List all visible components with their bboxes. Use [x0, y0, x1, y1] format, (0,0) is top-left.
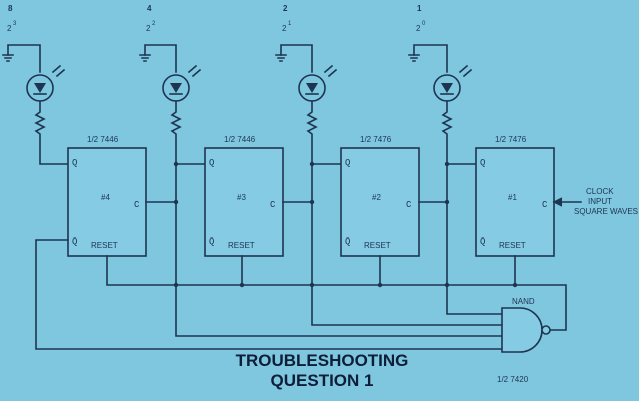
ground-icon — [139, 44, 177, 73]
nand-label: NAND — [512, 297, 535, 306]
led-icon — [298, 64, 338, 102]
pin-q-label: Q — [209, 158, 214, 168]
pin-qbar-label: Q̄ — [345, 237, 350, 247]
qbar-feedback-wire — [35, 239, 503, 350]
pin-q-label: Q — [480, 158, 485, 168]
reset-bus — [106, 255, 567, 331]
flipflop-3: 1/2 7446 Q #3 C Q̄ RESET — [204, 135, 284, 257]
pin-q-label: Q — [345, 158, 350, 168]
ground-icon — [2, 44, 41, 73]
clock-input-line2: INPUT — [588, 197, 612, 206]
nand-gate: NAND 1/2 7420 — [497, 297, 551, 384]
clock-input-line1: CLOCK — [586, 187, 614, 196]
flipflop-4: 1/2 7446 Q #4 C Q̄ RESET — [67, 135, 147, 257]
bit-power-exp: 0 — [422, 21, 426, 27]
title-line2: QUESTION 1 — [271, 371, 374, 390]
pin-q-label: Q — [72, 158, 77, 168]
led-icon — [26, 64, 66, 102]
ground-icon — [275, 44, 313, 73]
flipflop-number: #4 — [101, 193, 110, 202]
resistor-icon — [441, 100, 477, 165]
diagram-title: TROUBLESHOOTING QUESTION 1 — [236, 351, 409, 390]
bit-power-exp: 3 — [13, 21, 17, 27]
pin-qbar-label: Q̄ — [480, 237, 485, 247]
clock-input-label: CLOCK INPUT SQUARE WAVES — [574, 187, 638, 216]
pin-reset-label: RESET — [228, 241, 255, 250]
pin-reset-label: RESET — [91, 241, 118, 250]
led-icon — [433, 64, 473, 102]
ground-icon — [408, 44, 448, 73]
flipflop-number: #1 — [508, 193, 517, 202]
pin-reset-label: RESET — [499, 241, 526, 250]
clock-chain-wires — [145, 163, 582, 207]
bit-power-exp: 2 — [152, 21, 156, 27]
pin-qbar-label: Q̄ — [209, 237, 214, 247]
led-icon — [162, 64, 202, 102]
flipflop-part-label: 1/2 7476 — [495, 135, 527, 144]
pin-clock-label: C — [542, 200, 548, 210]
led-stage-bit4: 4 2 2 — [139, 4, 206, 165]
bit-power-base: 2 — [146, 24, 151, 33]
flipflop-number: #3 — [237, 193, 246, 202]
led-stage-bit1: 1 2 0 — [408, 4, 477, 165]
bit-power-base: 2 — [416, 24, 421, 33]
bit-weight-label: 1 — [417, 4, 422, 13]
junction-dots — [173, 161, 518, 288]
resistor-icon — [170, 100, 206, 165]
bit-weight-label: 4 — [147, 4, 152, 13]
nand-input-wires — [175, 201, 503, 337]
title-line1: TROUBLESHOOTING — [236, 351, 409, 370]
bit-power-base: 2 — [7, 24, 12, 33]
bit-weight-label: 2 — [283, 4, 288, 13]
bit-power-base: 2 — [282, 24, 287, 33]
flipflop-part-label: 1/2 7446 — [224, 135, 256, 144]
led-stage-bit8: 8 2 3 — [2, 4, 69, 165]
nand-part-label: 1/2 7420 — [497, 375, 529, 384]
flipflop-part-label: 1/2 7476 — [360, 135, 392, 144]
pin-qbar-label: Q̄ — [72, 237, 77, 247]
flipflop-part-label: 1/2 7446 — [87, 135, 119, 144]
flipflop-1: 1/2 7476 Q #1 C Q̄ RESET — [475, 135, 555, 257]
pin-reset-label: RESET — [364, 241, 391, 250]
clock-input-line3: SQUARE WAVES — [574, 207, 638, 216]
flipflop-number: #2 — [372, 193, 381, 202]
flipflop-2: 1/2 7476 Q #2 C Q̄ RESET — [340, 135, 420, 257]
led-stage-bit2: 2 2 1 — [275, 4, 342, 165]
resistor-icon — [306, 100, 342, 165]
bit-weight-label: 8 — [8, 4, 13, 13]
pin-clock-label: C — [406, 200, 412, 210]
pin-clock-label: C — [270, 200, 276, 210]
resistor-icon — [34, 100, 69, 165]
pin-clock-label: C — [134, 200, 140, 210]
bit-power-exp: 1 — [288, 21, 292, 27]
